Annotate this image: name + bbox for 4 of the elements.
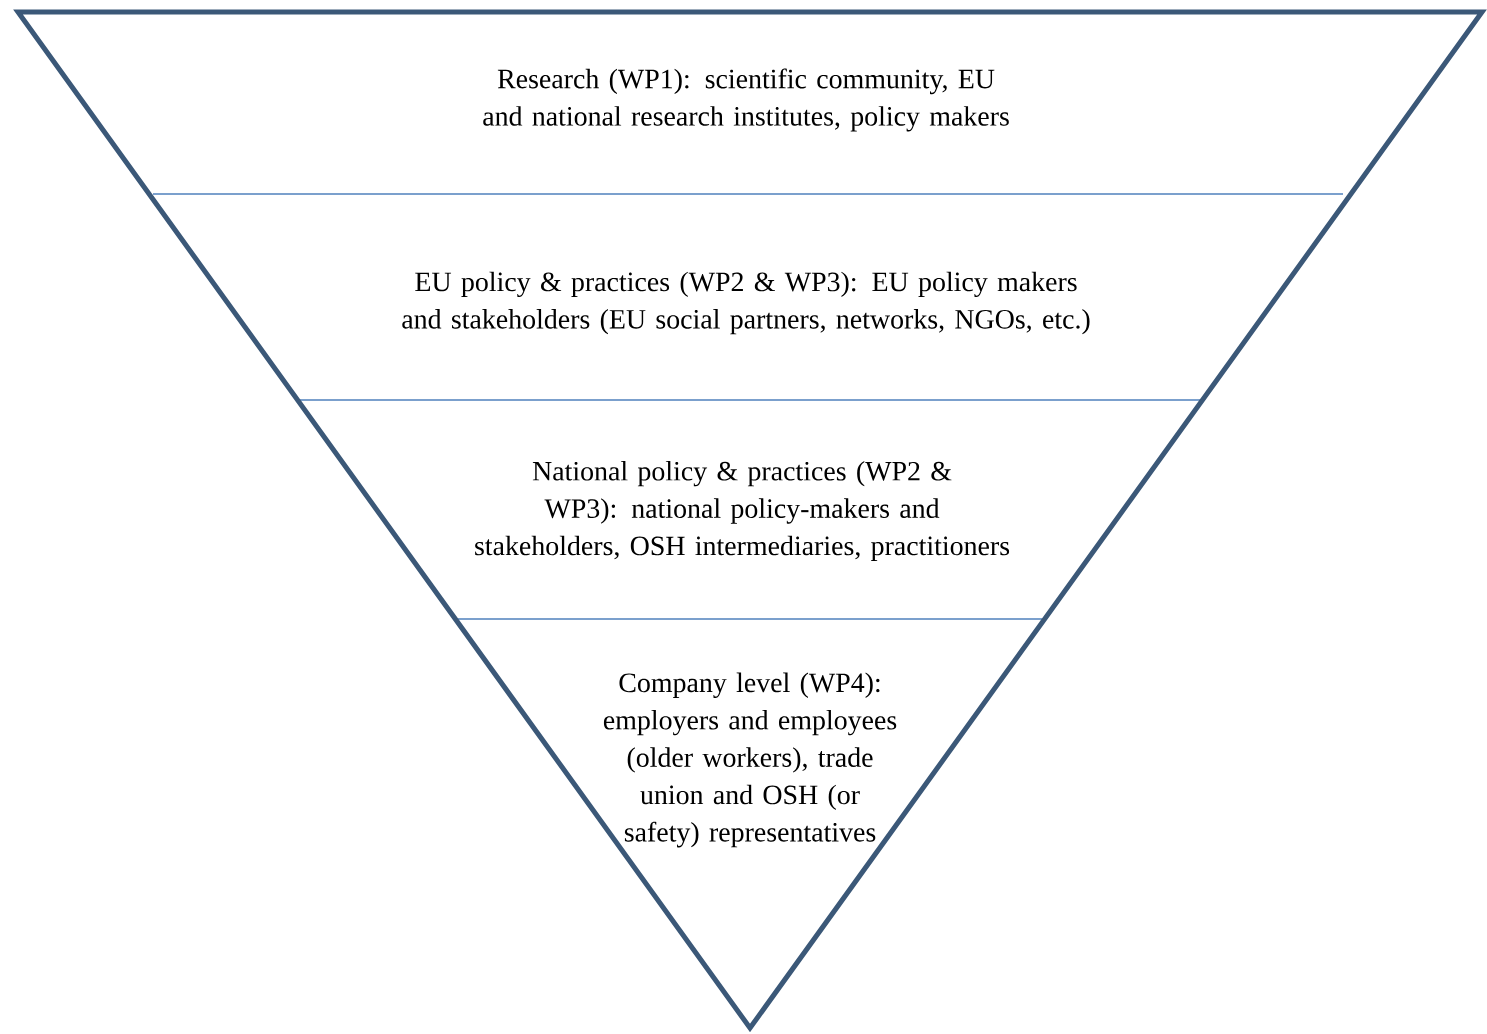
level-text: EU policy & practices (WP2 & WP3): EU policy makers and stakeholders (EU social partners, networks, NGOs, etc.)	[402, 271, 1090, 335]
level-text: Research (WP1): scientific community, EU and national research institutes, policy makers	[483, 68, 1009, 132]
level-text: Company level (WP4): employers and employees (older workers), trade union and OSH (or safety) representatives	[603, 672, 897, 848]
level-text: National policy & practices (WP2 & WP3): national policy-makers and stakeholders, OSH intermediaries, practitioners	[475, 461, 1010, 561]
